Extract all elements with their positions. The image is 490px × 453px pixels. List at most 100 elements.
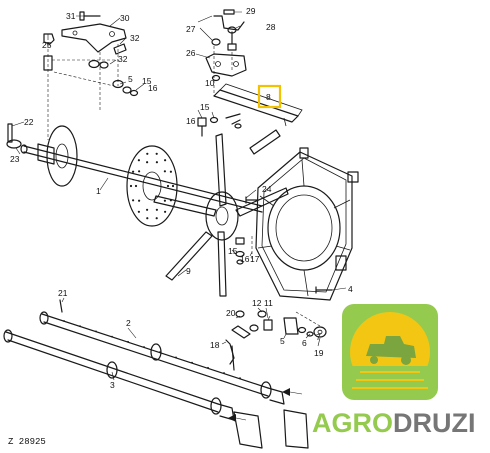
tube-hole [79, 325, 81, 328]
washer-32 [88, 59, 100, 69]
pin-22 [7, 123, 13, 143]
reel-frame [245, 147, 359, 301]
sleeve-5 [283, 317, 299, 335]
disc-hole [146, 208, 149, 211]
callout-16-c: 16 [240, 254, 250, 264]
tube-hole [175, 356, 177, 359]
tube-fasteners [197, 113, 242, 137]
callout-5: 5 [128, 74, 133, 84]
nut-27 [211, 38, 221, 46]
tube-hole [127, 340, 129, 343]
spacer-32 [113, 43, 127, 55]
callout-24: 24 [262, 184, 272, 194]
nut-7 [313, 326, 327, 338]
bolt-stack-15-16-17 [235, 236, 253, 265]
part-12 [249, 324, 259, 332]
callout-26: 26 [186, 48, 196, 58]
disc-hole [163, 170, 166, 173]
callout-31: 31 [66, 11, 76, 21]
disc-hole [129, 184, 133, 188]
lower-tube-2 [39, 311, 285, 405]
nut-25 [43, 33, 55, 45]
callout-8: 8 [266, 92, 271, 102]
lower-right-brackets [228, 388, 309, 449]
disc-hole [171, 184, 175, 188]
callout-15-c: 15 [228, 246, 238, 256]
brand-text-agro: AGRO [312, 408, 393, 438]
spider-hub [205, 191, 239, 241]
bracket-plate-30 [61, 23, 127, 53]
disc-hole [137, 210, 140, 213]
disc-hole [134, 184, 138, 188]
callout-30: 30 [120, 13, 130, 23]
arrow-left-a [228, 414, 236, 422]
callout-17: 17 [250, 254, 260, 264]
callout-18: 18 [210, 340, 220, 350]
callout-7: 7 [316, 332, 321, 342]
callout-21: 21 [58, 288, 68, 298]
callout-11: 11 [264, 298, 273, 308]
washer-15b [209, 116, 219, 124]
disc-hole [146, 161, 149, 164]
tube-hole [111, 335, 113, 338]
top-right-hook-assembly [205, 9, 247, 96]
lower-small-parts [225, 286, 333, 371]
reel-ring [267, 185, 341, 271]
callout-10: 10 [205, 78, 215, 88]
top-left-bracket-assembly [43, 11, 139, 140]
bolt-4 [315, 286, 333, 294]
callout-15: 15 [142, 76, 152, 86]
callout-32-b: 32 [118, 54, 128, 64]
disc-hole [132, 199, 135, 202]
pin-22-23 [6, 123, 22, 149]
callout-4: 4 [348, 284, 353, 294]
bolt-28 [227, 31, 237, 51]
disc-hole [146, 152, 149, 155]
disc-hole [164, 159, 167, 162]
callout-15-b: 15 [200, 102, 210, 112]
callout-5-b: 5 [280, 336, 285, 346]
callout-19: 19 [314, 348, 324, 358]
disc-hole [138, 199, 141, 202]
disc-hole [137, 159, 140, 162]
callout-1: 1 [96, 186, 101, 196]
tube-hole [191, 361, 193, 364]
disc-hole [146, 217, 149, 220]
part-8-highlight-box [257, 84, 282, 109]
part-11 [231, 345, 235, 371]
callout-25: 25 [42, 40, 52, 50]
disc-hole [138, 170, 141, 173]
callout-23: 23 [10, 154, 20, 164]
part-8-tube [213, 83, 303, 127]
tube-hole [63, 320, 65, 322]
disc-hole [155, 152, 158, 155]
nut-10 [211, 74, 221, 82]
callout-16-a: 16 [148, 83, 158, 93]
callout-2: 2 [126, 318, 131, 328]
part-20 [231, 325, 251, 339]
washer-15 [129, 89, 139, 97]
callout-9: 9 [186, 266, 191, 276]
spider-disc [126, 145, 178, 227]
disc-hole [155, 217, 158, 220]
octagon-frame [255, 151, 353, 301]
combine-harvester-icon [366, 336, 416, 358]
svg-text:AGRODRUZI: AGRODRUZI [312, 408, 476, 438]
tube-hole [159, 351, 161, 354]
tube-hole [143, 346, 145, 348]
callout-6: 6 [302, 338, 307, 348]
callout-27: 27 [186, 24, 196, 34]
bolt-16 [197, 117, 207, 137]
tube-hole [95, 330, 97, 333]
hook-rod-29 [213, 15, 245, 31]
agrodruzi-logo: AGRODRUZI [312, 304, 476, 438]
disc-hole [169, 170, 172, 173]
tube-hole [207, 366, 209, 369]
collar-23 [6, 139, 22, 149]
callout-16-b: 16 [186, 116, 196, 126]
brand-text-druzi: DRUZI [393, 408, 476, 438]
disc-hole [155, 161, 158, 164]
callout-22: 22 [24, 117, 34, 127]
